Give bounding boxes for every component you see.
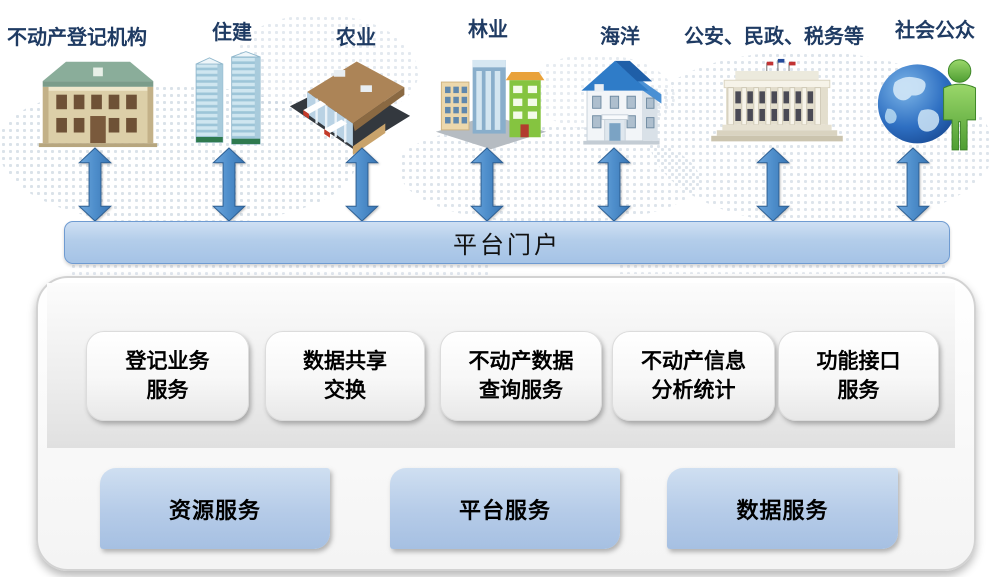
service-box-line: 登记业务 xyxy=(125,349,210,373)
farm-warehouse-icon xyxy=(288,46,412,158)
portal-bar: 平台门户 xyxy=(64,221,950,264)
entity-label-ocean: 海洋 xyxy=(600,26,640,48)
base-box-resource-service: 资源服务 xyxy=(100,468,330,549)
updown-arrow-icon xyxy=(597,147,631,222)
service-box-line: 数据共享 xyxy=(303,349,387,373)
updown-arrow-icon xyxy=(78,147,112,222)
service-box-data-sharing: 数据共享 交换 xyxy=(265,331,425,421)
service-box-line: 分析统计 xyxy=(651,378,736,402)
updown-arrow-icon xyxy=(756,147,790,222)
service-box-registration: 登记业务 服务 xyxy=(86,331,249,421)
entity-label-agriculture: 农业 xyxy=(336,27,376,49)
blue-roof-house-icon xyxy=(574,46,667,152)
government-building-icon xyxy=(706,58,848,146)
service-box-data-query: 不动产数据 查询服务 xyxy=(440,331,602,421)
service-box-line: 不动产信息 xyxy=(641,349,746,373)
service-box-line: 交换 xyxy=(324,378,366,402)
entity-label-registry: 不动产登记机构 xyxy=(7,27,147,49)
city-buildings-icon xyxy=(434,46,549,154)
base-box-label: 资源服务 xyxy=(168,497,261,523)
service-box-line: 功能接口 xyxy=(816,349,901,373)
updown-arrow-icon xyxy=(470,147,504,222)
registry-building-icon xyxy=(33,52,163,149)
base-box-platform-service: 平台服务 xyxy=(390,468,620,549)
service-box-analysis-stats: 不动产信息 分析统计 xyxy=(612,331,775,421)
entity-label-public: 社会公众 xyxy=(895,20,975,42)
base-box-data-service: 数据服务 xyxy=(667,468,898,549)
entity-label-forestry: 林业 xyxy=(468,19,508,41)
entity-label-police-civil-tax: 公安、民政、税务等 xyxy=(684,26,864,48)
service-box-line: 服务 xyxy=(837,378,880,402)
updown-arrow-icon xyxy=(212,147,246,222)
updown-arrow-icon xyxy=(345,147,379,222)
residential-towers-icon xyxy=(189,48,269,153)
updown-arrow-icon xyxy=(896,147,930,222)
service-box-function-api: 功能接口 服务 xyxy=(778,331,939,421)
service-box-line: 服务 xyxy=(146,378,189,402)
globe-person-icon xyxy=(876,50,984,154)
base-box-label: 数据服务 xyxy=(736,497,829,523)
portal-bar-label: 平台门户 xyxy=(453,233,561,259)
service-box-line: 查询服务 xyxy=(479,378,563,402)
entity-label-housing: 住建 xyxy=(212,22,252,44)
service-box-line: 不动产数据 xyxy=(468,349,574,373)
base-box-label: 平台服务 xyxy=(458,497,551,523)
